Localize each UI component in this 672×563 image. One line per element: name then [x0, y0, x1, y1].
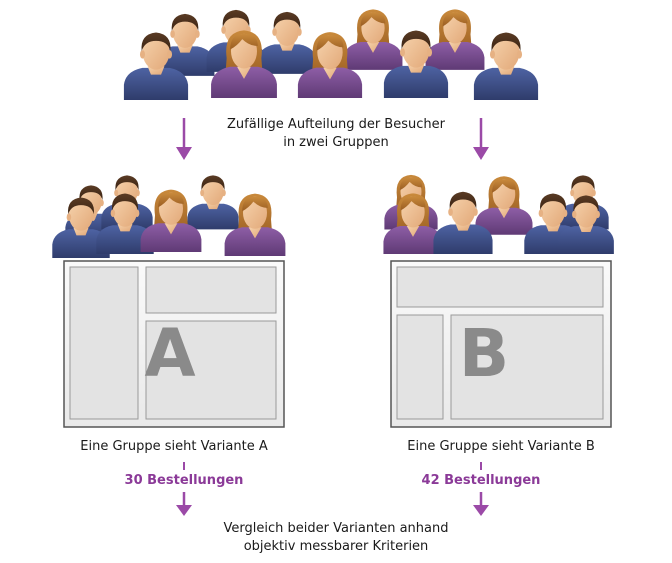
variant-a-result: 30 Bestellungen [124, 473, 244, 488]
split-arrow-right [473, 118, 489, 160]
variant-letter-a: A [144, 315, 195, 392]
variant-b-result: 42 Bestellungen [421, 473, 541, 488]
crowd-group-b [383, 174, 614, 254]
conclusion-label: Vergleich beider Varianten anhand objekt… [186, 520, 486, 556]
conclusion-line1: Vergleich beider Varianten anhand [223, 521, 449, 536]
wireframe-header [145, 266, 277, 314]
split-label-line2: in zwei Gruppen [283, 135, 389, 150]
person-icon [257, 11, 317, 74]
variant-a-page: A [63, 260, 285, 428]
person-icon [187, 175, 239, 230]
wireframe-sidebar [396, 314, 444, 420]
variant-letter-b: B [459, 315, 509, 392]
person-icon [425, 9, 485, 70]
result-arrow-b [473, 462, 489, 516]
split-arrow-left [176, 118, 192, 160]
variant-a-caption: Eine Gruppe sieht Variante A [80, 439, 268, 454]
variant-b-page: B [390, 260, 612, 428]
person-icon [343, 9, 403, 70]
wireframe-content [450, 314, 604, 420]
person-icon [475, 176, 533, 235]
result-arrow-a [176, 462, 192, 516]
split-label: Zufällige Aufteilung der Besucher in zwe… [200, 116, 472, 152]
split-label-line1: Zufällige Aufteilung der Besucher [227, 117, 445, 132]
crowd-group-a [52, 175, 286, 258]
wireframe-sidebar [69, 266, 139, 420]
variant-b-caption: Eine Gruppe sieht Variante B [407, 439, 595, 454]
conclusion-line2: objektiv messbarer Kriterien [243, 539, 429, 554]
crowd-all-visitors [123, 9, 539, 100]
wireframe-header [396, 266, 604, 308]
wireframe-content [145, 320, 277, 420]
